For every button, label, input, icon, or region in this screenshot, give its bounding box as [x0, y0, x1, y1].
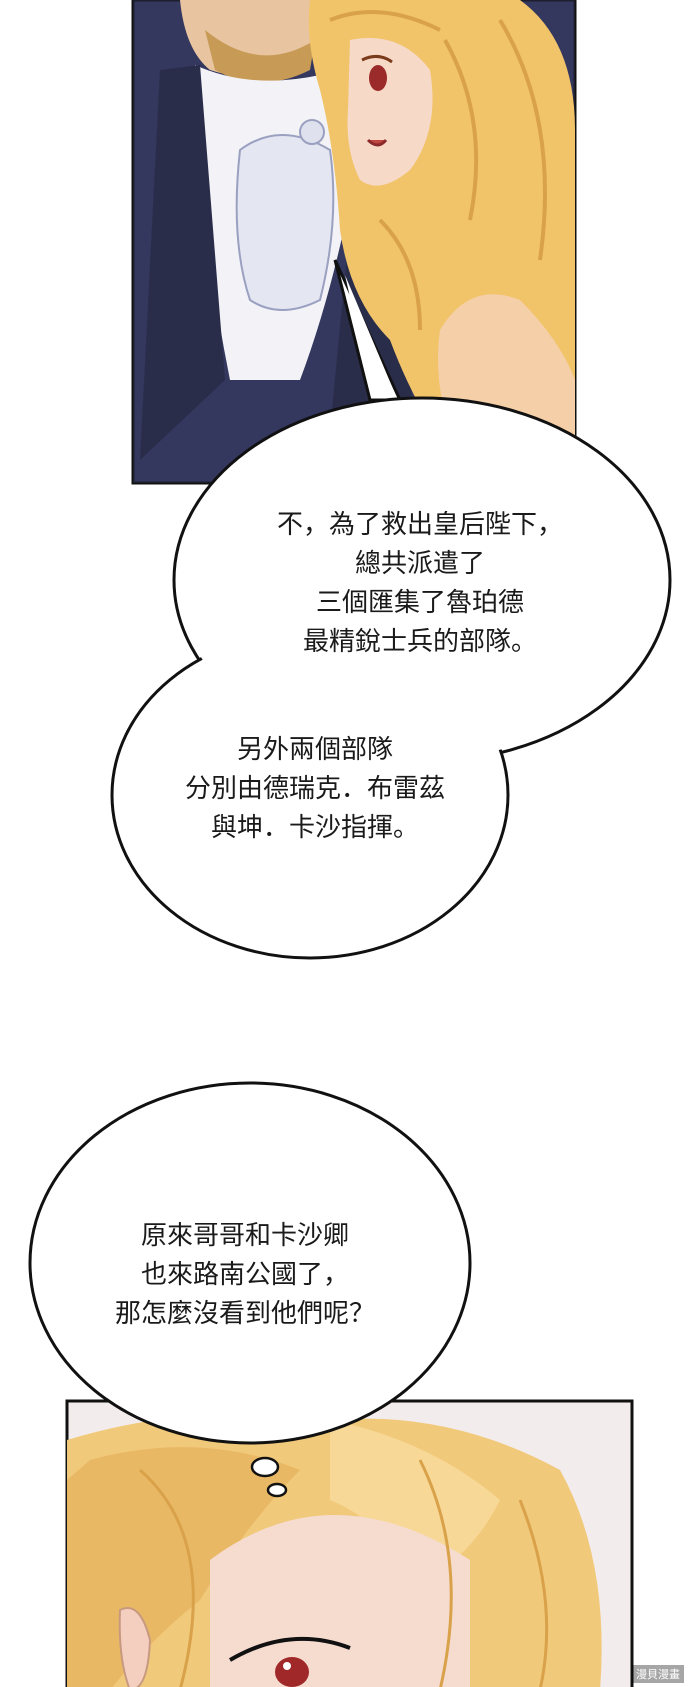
- thought-bubble-text: 原來哥哥和卡沙卿 也來路南公國了， 那怎麼沒看到他們呢？: [75, 1217, 415, 1334]
- bubble-line: 總共派遣了: [354, 549, 485, 579]
- speech-bubble-text-1: 不，為了救出皇后陛下， 總共派遣了 三個匯集了魯珀德 最精銳士兵的部隊。: [235, 506, 605, 662]
- watermark: 漫貝漫畫: [632, 1665, 684, 1683]
- speech-bubble-main: [110, 259, 672, 960]
- bubble-line: 不，為了救出皇后陛下，: [276, 510, 563, 540]
- bubble-line: 最精銳士兵的部隊。: [302, 627, 537, 657]
- bubble-line: 三個匯集了魯珀德: [315, 588, 524, 618]
- bubble-line: 另外兩個部隊: [236, 735, 393, 765]
- bubble-line: 與坤．卡沙指揮。: [210, 813, 419, 843]
- bubble-line: 分別由德瑞克．布雷茲: [184, 774, 445, 804]
- thought-bubble: [28, 1081, 472, 1498]
- bubble-line: 原來哥哥和卡沙卿: [140, 1221, 349, 1251]
- bubble-line: 那怎麼沒看到他們呢？: [114, 1299, 375, 1329]
- speech-bubble-text-2: 另外兩個部隊 分別由德瑞克．布雷茲 與坤．卡沙指揮。: [150, 731, 480, 848]
- bottom-panel: [65, 1399, 634, 1687]
- bubble-line: 也來路南公國了，: [140, 1260, 349, 1290]
